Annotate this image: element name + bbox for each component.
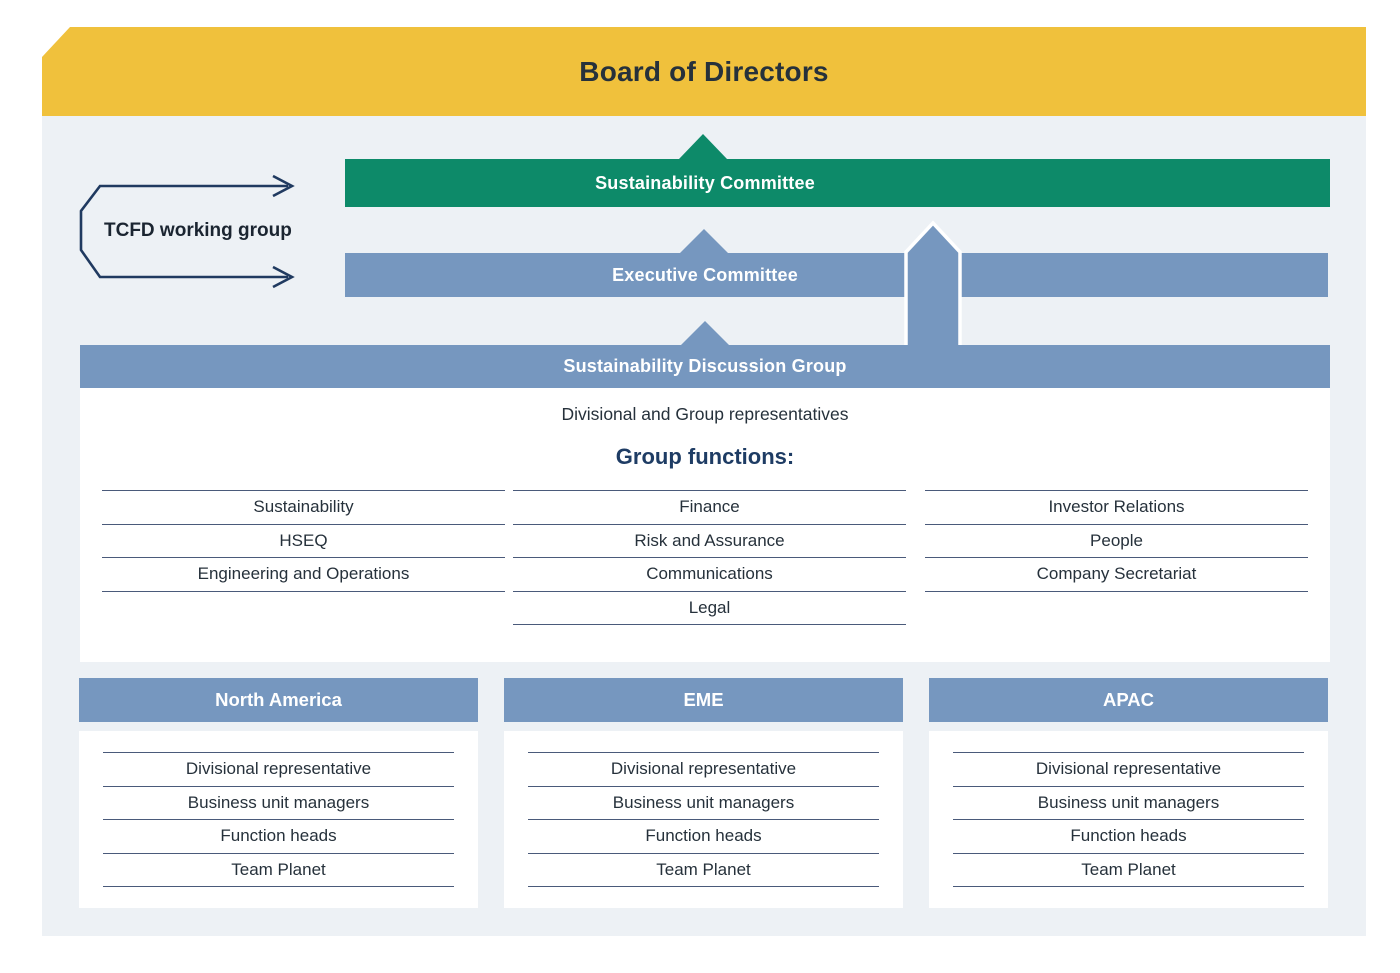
function-item: Communications — [513, 557, 906, 591]
function-item: Sustainability — [102, 490, 505, 524]
group-functions-column-1: Sustainability HSEQ Engineering and Oper… — [102, 490, 505, 592]
region-header-label: EME — [683, 689, 724, 710]
region-header-apac: APAC — [929, 678, 1328, 722]
region-item: Team Planet — [953, 852, 1304, 887]
region-item: Business unit managers — [103, 785, 454, 820]
function-item: Company Secretariat — [925, 557, 1308, 591]
function-item: Risk and Assurance — [513, 523, 906, 558]
function-item: Finance — [513, 490, 906, 524]
function-item: Engineering and Operations — [102, 557, 505, 591]
region-item: Team Planet — [103, 852, 454, 887]
board-of-directors-title: Board of Directors — [579, 55, 829, 87]
region-card-apac: Divisional representative Business unit … — [929, 731, 1328, 908]
region-item: Function heads — [953, 819, 1304, 853]
group-functions-column-2: Finance Risk and Assurance Communication… — [513, 490, 906, 625]
group-functions-heading: Group functions: — [615, 444, 795, 469]
sustainability-discussion-group-bar — [80, 345, 1330, 388]
region-header-north-america: North America — [79, 678, 478, 722]
sustainability-committee-arrow-up-icon — [679, 134, 727, 159]
executive-committee-bar — [345, 253, 1328, 297]
board-of-directors-banner: Board of Directors — [42, 27, 1366, 116]
region-item: Function heads — [103, 819, 454, 853]
region-card-eme: Divisional representative Business unit … — [504, 731, 903, 908]
region-card-north-america: Divisional representative Business unit … — [79, 731, 478, 908]
function-item: People — [925, 523, 1308, 558]
discussion-group-subtitle: Divisional and Group representatives — [561, 404, 849, 424]
function-item: Investor Relations — [925, 490, 1308, 524]
tcfd-working-group-label: TCFD working group — [104, 220, 292, 241]
sustainability-committee-bar — [345, 159, 1330, 207]
executive-committee-arrow-up-icon — [680, 229, 728, 253]
region-item: Business unit managers — [953, 785, 1304, 820]
region-item: Function heads — [528, 819, 879, 853]
region-header-label: APAC — [1102, 689, 1155, 710]
region-item: Divisional representative — [103, 752, 454, 786]
region-item: Team Planet — [528, 852, 879, 887]
region-header-eme: EME — [504, 678, 903, 722]
region-header-label: North America — [215, 689, 342, 710]
discussion-group-panel — [80, 388, 1330, 662]
discussion-group-arrow-up-icon — [681, 321, 729, 345]
region-item: Divisional representative — [528, 752, 879, 786]
region-item: Divisional representative — [953, 752, 1304, 786]
function-item: HSEQ — [102, 523, 505, 558]
group-functions-column-3: Investor Relations People Company Secret… — [925, 490, 1308, 592]
region-item: Business unit managers — [528, 785, 879, 820]
function-item: Legal — [513, 590, 906, 625]
